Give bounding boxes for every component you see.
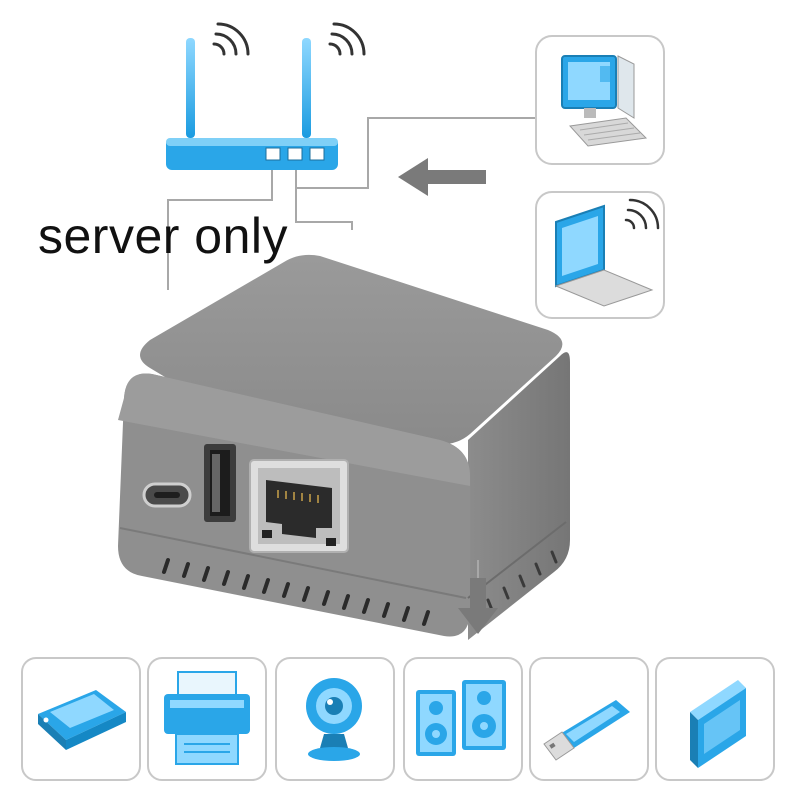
network-wires bbox=[167, 117, 548, 290]
laptop-wifi-icon bbox=[535, 191, 665, 319]
speakers-icon bbox=[416, 680, 506, 756]
caption-server-only: server only bbox=[38, 208, 289, 264]
print-server-device bbox=[118, 254, 570, 640]
webcam-icon bbox=[306, 678, 362, 761]
peripheral-printer bbox=[147, 657, 267, 781]
hard-drive-icon bbox=[690, 680, 746, 768]
printer-icon bbox=[164, 671, 250, 765]
arrow-down-icon bbox=[458, 560, 498, 634]
vent-slots bbox=[162, 558, 430, 626]
peripheral-scanner bbox=[21, 657, 141, 781]
router-icon bbox=[166, 22, 366, 170]
peripheral-usb-stick bbox=[529, 657, 649, 781]
arrow-left-icon bbox=[398, 158, 486, 196]
ethernet-port bbox=[249, 459, 349, 553]
usb-a-port bbox=[204, 444, 236, 522]
peripheral-speakers bbox=[403, 657, 523, 781]
desktop-computer-icon bbox=[535, 35, 665, 165]
usb-stick-icon bbox=[543, 700, 630, 761]
peripheral-hard-drive bbox=[655, 657, 775, 781]
usb-c-port bbox=[142, 482, 192, 508]
scanner-icon bbox=[38, 690, 126, 750]
peripheral-webcam bbox=[275, 657, 395, 781]
